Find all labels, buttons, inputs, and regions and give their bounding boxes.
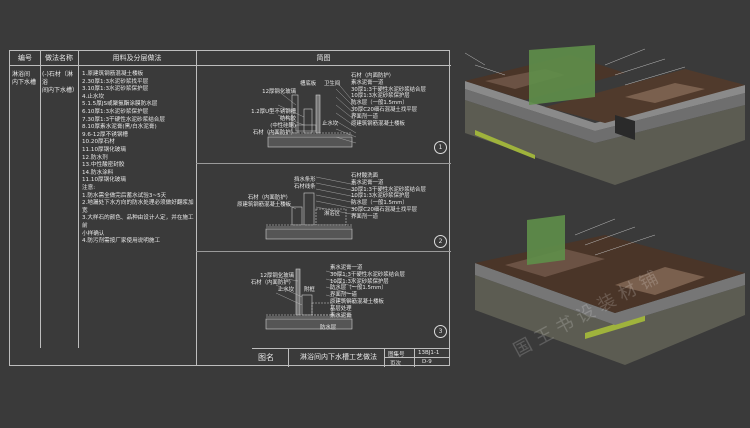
concrete-layer: [465, 89, 745, 143]
header-materials: 用料及分层做法: [78, 51, 196, 66]
grass-strip: [585, 315, 645, 339]
gravel-layer: [465, 100, 745, 185]
column-divider: [40, 51, 41, 348]
detail-1-tag-a: 止水坎: [322, 121, 339, 127]
glass-panel: [529, 45, 595, 105]
concrete-layer: [475, 263, 745, 325]
set-value: 13BJ1-1: [418, 350, 440, 356]
detail-2: 石材（内面防护） 原建筑钢筋混凝土楼板 石材酸洗面 素水泥膏一道 30厚1:3干…: [196, 163, 451, 251]
detail-2-tag-a: 挡水条形 石材线条: [294, 177, 316, 190]
detail-3-number: 3: [434, 325, 447, 338]
detail-1-tag-b: 槽底板: [300, 81, 317, 87]
title-divider: [288, 349, 289, 367]
header-no: 编号: [10, 51, 40, 66]
detail-3: 12厚钢化玻璃 石材（内面防护） 止水坎 素水泥膏一道 30厚1:3干硬性水泥砂…: [196, 251, 451, 348]
marble-texture: [615, 267, 705, 295]
detail-3-tag-b: 防水层: [320, 325, 337, 331]
detail-3-tag-a: 附框: [304, 287, 315, 293]
title-divider: [384, 357, 450, 358]
row-number: 淋浴间 内下水槽: [12, 71, 37, 86]
marble-texture: [625, 83, 705, 103]
title-divider: [384, 349, 385, 367]
detail-1-number: 1: [434, 141, 447, 154]
detail-1-section: [267, 80, 357, 148]
detail-3-right-labels: 素水泥膏一道 30厚1:3干硬性水泥砂浆结合层 10厚1:3水泥砂浆保护层 防水…: [330, 265, 405, 319]
detail-1: 12厚钢化玻璃 1.2厚U型不锈钢槽 结构胶 (中性硅酮) 石材（内面防护） 石…: [196, 65, 451, 163]
detail-2-tag-b: 淋浴区: [324, 211, 341, 217]
detail-1-left-labels: 12厚钢化玻璃 1.2厚U型不锈钢槽 结构胶 (中性硅酮) 石材（内面防护）: [251, 89, 296, 136]
set-label: 图集号: [388, 352, 405, 358]
detail-separator: [196, 251, 451, 252]
detail-3-section: [265, 268, 357, 330]
detail-2-left-labels: 石材（内面防护） 原建筑钢筋混凝土楼板: [237, 195, 291, 208]
title-divider: [414, 349, 415, 367]
detail-separator: [196, 163, 451, 164]
page-value: D-9: [422, 359, 432, 365]
drawing-sheet: 编号 做法名称 用料及分层做法 简图 淋浴间 内下水槽 (-)石材（淋浴 间内下…: [9, 50, 451, 367]
grass-strip: [475, 130, 535, 159]
row-name: (-)石材（淋浴 间内下水槽）: [42, 71, 79, 94]
materials-list: 1.原建筑钢筋混凝土楼板 2.30厚1:3水泥砂浆找平层 3.10厚1:3水泥砂…: [82, 71, 165, 184]
gravel-layer: [475, 275, 745, 365]
column-divider: [78, 51, 79, 348]
detail-1-tag-c: 卫生间: [324, 81, 341, 87]
drain-channel: [615, 115, 635, 140]
title-name: 淋浴间内下水槽工艺做法: [300, 353, 377, 361]
render-3d-bottom: [475, 215, 745, 365]
detail-2-number: 2: [434, 235, 447, 248]
detail-3-left-labels: 12厚钢化玻璃 石材（内面防护） 止水坎: [250, 273, 294, 293]
detail-2-right-labels: 石材酸洗面 素水泥膏一道 30厚1:3干硬性水泥砂浆结合层 10厚1:3水泥砂浆…: [351, 173, 426, 220]
column-divider: [196, 51, 197, 366]
render-3d-top: [465, 45, 745, 185]
page-label: 页次: [390, 361, 402, 367]
title-block: 图名 淋浴间内下水槽工艺做法 图集号 13BJ1-1 页次 D-9: [252, 348, 450, 367]
glass-panel: [527, 215, 565, 265]
detail-1-right-labels: 石材（内面防护） 素水泥膏一道 30厚1:3干硬性水泥砂浆结合层 10厚1:3水…: [351, 73, 426, 127]
marble-texture: [505, 249, 605, 277]
title-label: 图名: [258, 353, 274, 362]
header-name: 做法名称: [40, 51, 78, 66]
header-drawing: 简图: [196, 51, 451, 66]
notes-list: 注意: 1.防水需全做完后蓄水试验3~5天 2.地漏处下水方向的防水处理必须做好…: [82, 185, 194, 245]
detail-2-section: [265, 176, 357, 240]
